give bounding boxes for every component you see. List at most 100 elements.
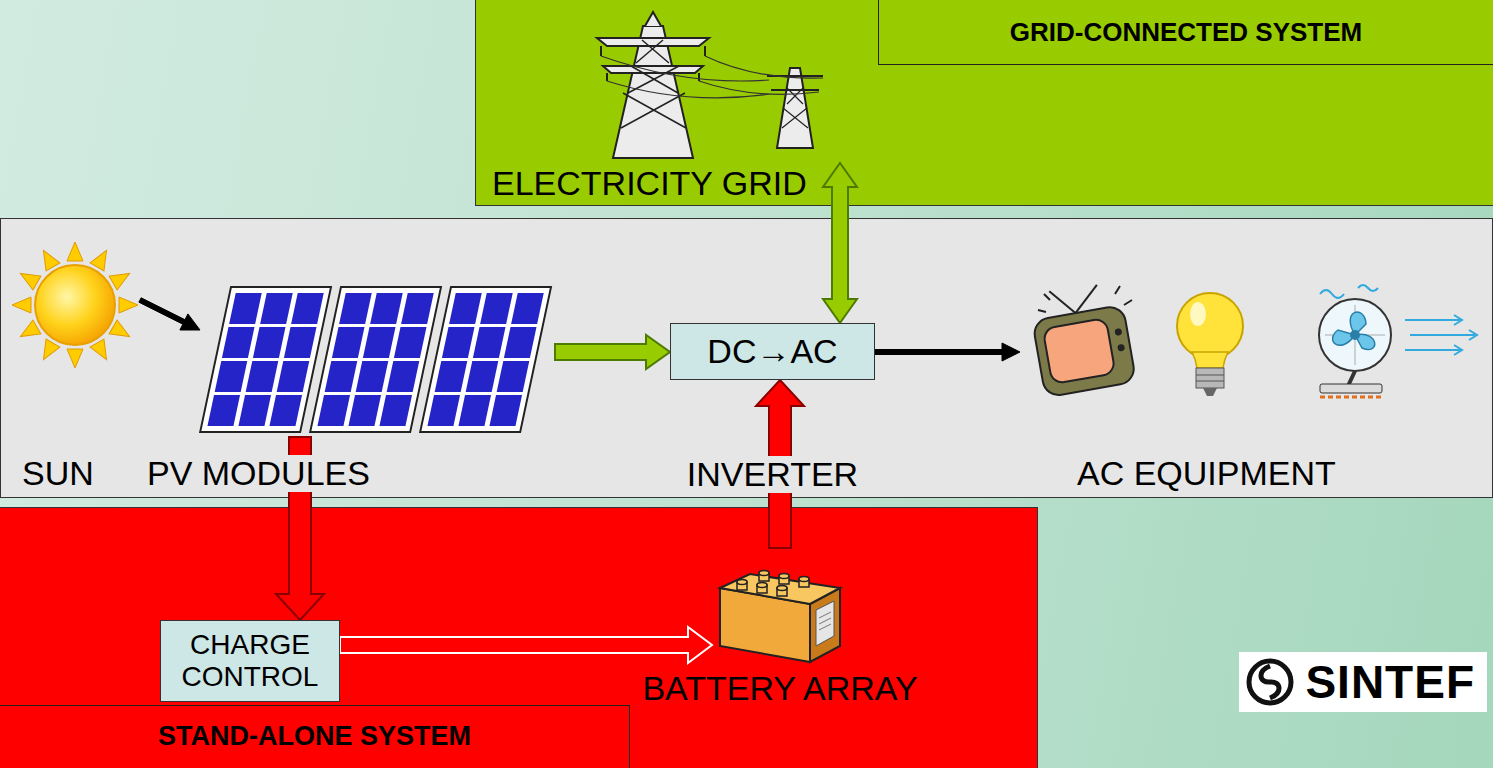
system-band-fill: [1, 219, 1493, 498]
battery-icon-part: [799, 577, 809, 582]
stand-alone-band-fill: [0, 508, 1038, 768]
sun-icon-part: [37, 246, 60, 270]
sintef-symbol: [1245, 657, 1295, 707]
stand-alone-band: STAND-ALONE SYSTEM CHARGE CONTROL BATTERY …: [0, 507, 1037, 768]
system-title: GRID-CONNECTED SYSTEM: [1008, 18, 1364, 47]
fan-icon-part: [1333, 312, 1375, 350]
fan-icon-part: [1320, 396, 1382, 399]
bulb-icon-part: [1192, 352, 1228, 368]
part-label: SUN: [20, 455, 96, 492]
bulb-icon-part: [1203, 388, 1217, 396]
text-slot: INVERTER: [671, 456, 874, 493]
power-pylons-part: [601, 56, 823, 98]
sintef-symbol-part: [1249, 661, 1291, 703]
process-text: CHARGE CONTROL: [169, 629, 331, 693]
electricity-grid: ELECTRICITY GRID: [485, 8, 870, 163]
power-pylons-part: [597, 38, 709, 46]
text-slot: STAND-ALONE SYSTEM: [0, 705, 630, 768]
sun-icon-part: [12, 297, 31, 313]
battery-icon-part: [759, 571, 769, 576]
tv-icon-part: [1117, 344, 1125, 352]
battery-icon-part: [737, 580, 747, 585]
flow-arrow: [555, 335, 670, 369]
text-slot: AC EQUIPMENT: [1075, 455, 1338, 492]
bulb-icon: [1177, 293, 1243, 396]
signal-dashes: [1038, 286, 1132, 312]
logo-text: SINTEF: [1303, 657, 1477, 708]
bulb-icon-part: [1190, 302, 1206, 326]
part-label: INVERTER: [685, 456, 860, 493]
pv-panels-part: [310, 287, 441, 432]
grid-label: ELECTRICITY GRID: [490, 165, 809, 202]
sun-icon-part: [67, 242, 83, 261]
sintef-symbol-part: [1261, 666, 1279, 698]
sun-icon-part: [12, 242, 138, 368]
sun-icon-part: [16, 320, 40, 343]
fan-icon-part: [1454, 315, 1477, 355]
part-label: PV MODULES: [145, 455, 372, 492]
ac-equipment-icons: [1028, 279, 1477, 397]
inverter-box: DC→ACINVERTER: [670, 323, 875, 380]
battery-icon-part: [720, 574, 840, 604]
bulb-icon-part: [1177, 293, 1243, 359]
sun-icon-part: [109, 320, 133, 343]
battery-icon-part: [779, 574, 789, 579]
flow-arrow: [340, 627, 712, 663]
grid-band-fill: [476, 0, 1493, 206]
text-slot: ELECTRICITY GRID: [490, 165, 809, 202]
flow-arrow: [139, 298, 200, 330]
battery-icon-part: [819, 612, 831, 630]
grid-connected-band: GRID-CONNECTED SYSTEM ELECTRICITY GRID: [475, 0, 1493, 205]
battery-icon: [720, 571, 840, 663]
tv-icon-part: [1114, 328, 1122, 336]
power-pylons-part: [601, 46, 705, 81]
fan-icon: [1319, 285, 1477, 397]
pv-panels-part: [200, 287, 551, 432]
fan-icon-part: [1350, 330, 1360, 340]
sun-icon-part: [90, 339, 113, 363]
sun-icon: [12, 242, 138, 368]
text-slot: PV MODULES: [145, 455, 372, 492]
tv-icon-part: [1049, 287, 1075, 316]
fan-icon-part: [1320, 285, 1378, 298]
sun-icon-part: [37, 339, 60, 363]
power-pylons-part: [621, 40, 686, 128]
sun-node: SUN: [10, 240, 140, 370]
battery-icon-part: [737, 571, 809, 597]
tv-icon-part: [1032, 305, 1136, 398]
process-text: DC→AC: [705, 333, 839, 370]
battery-icon-part: [777, 586, 787, 591]
tv-icon: [1028, 279, 1137, 397]
power-pylons-part: [603, 66, 703, 73]
fan-icon-part: [1405, 320, 1475, 350]
part-label: AC EQUIPMENT: [1075, 455, 1338, 492]
sun-icon-part: [90, 246, 113, 270]
power-pylons: [597, 12, 823, 158]
fan-icon-part: [1319, 299, 1391, 371]
sintef-logo: SINTEF: [1239, 652, 1487, 712]
tv-icon-part: [1043, 318, 1116, 384]
flow-arrow: [823, 163, 857, 323]
sun-icon-part: [109, 267, 133, 290]
power-pylons-part: [777, 68, 813, 148]
sun-icon-part: [16, 267, 40, 290]
text-slot: GRID-CONNECTED SYSTEM: [878, 0, 1493, 65]
pv-panels-part: [420, 287, 551, 432]
power-pylons-part: [645, 12, 661, 26]
fan-icon-part: [1320, 384, 1382, 393]
sun-icon-part: [67, 349, 83, 368]
pv-panels-part: [200, 287, 331, 432]
charge-control-box: CHARGE CONTROL: [160, 620, 340, 702]
text-slot: SUN: [20, 455, 96, 492]
bulb-icon-part: [1196, 375, 1224, 381]
part-label: BATTERY ARRAY: [640, 670, 919, 707]
pv-modules: PV MODULES: [200, 285, 555, 437]
flow-arrow: [875, 343, 1020, 361]
sun-icon-part: [35, 265, 115, 345]
ac-equipment: AC EQUIPMENT: [1020, 280, 1485, 400]
pv-panels: [200, 287, 551, 432]
bulb-icon-part: [1196, 368, 1224, 388]
sun-icon-part: [119, 297, 138, 313]
battery-array: BATTERY ARRAY: [712, 548, 848, 666]
battery-icon-part: [757, 583, 767, 588]
